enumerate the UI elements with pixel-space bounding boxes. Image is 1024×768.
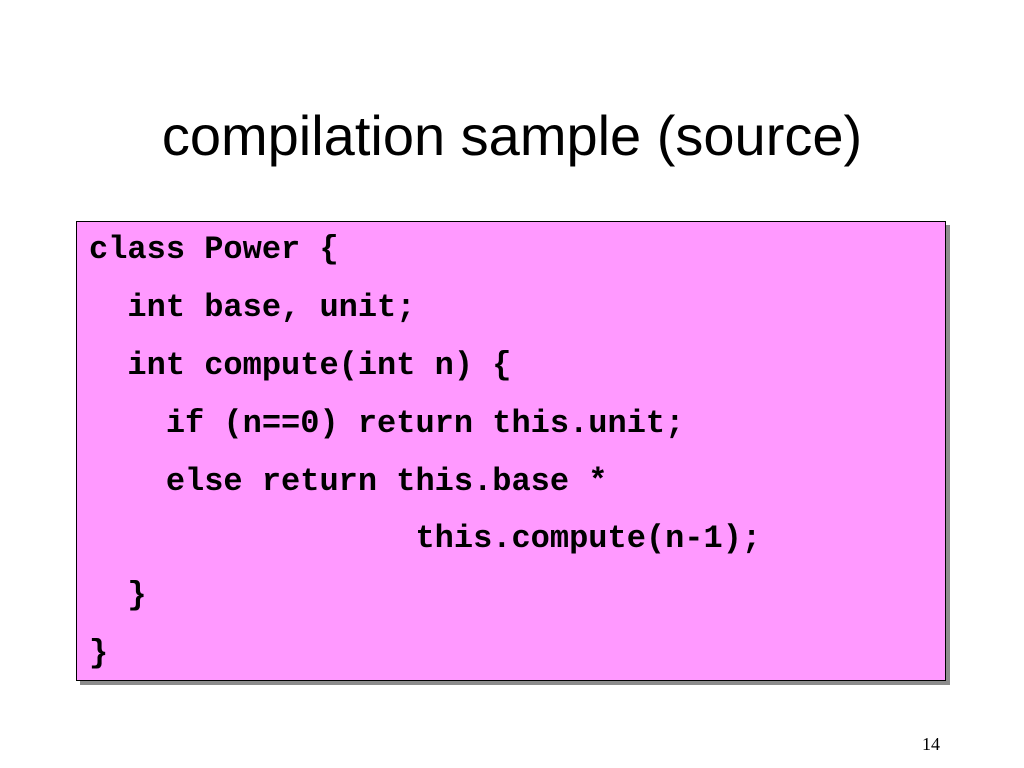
- code-line-4: if (n==0) return this.unit;: [89, 405, 685, 442]
- code-line-8: }: [89, 635, 109, 672]
- code-line-3: int compute(int n) {: [89, 347, 512, 384]
- page-number: 14: [922, 734, 940, 754]
- code-line-5: else return this.base *: [89, 463, 608, 500]
- slide-title: compilation sample (source): [161, 104, 863, 167]
- code-line-7: }: [89, 577, 147, 614]
- code-line-2: int base, unit;: [89, 289, 416, 326]
- code-line-1: class Power {: [89, 231, 339, 268]
- code-line-6: this.compute(n-1);: [89, 520, 762, 557]
- code-block: class Power { int base, unit; int comput…: [76, 221, 946, 681]
